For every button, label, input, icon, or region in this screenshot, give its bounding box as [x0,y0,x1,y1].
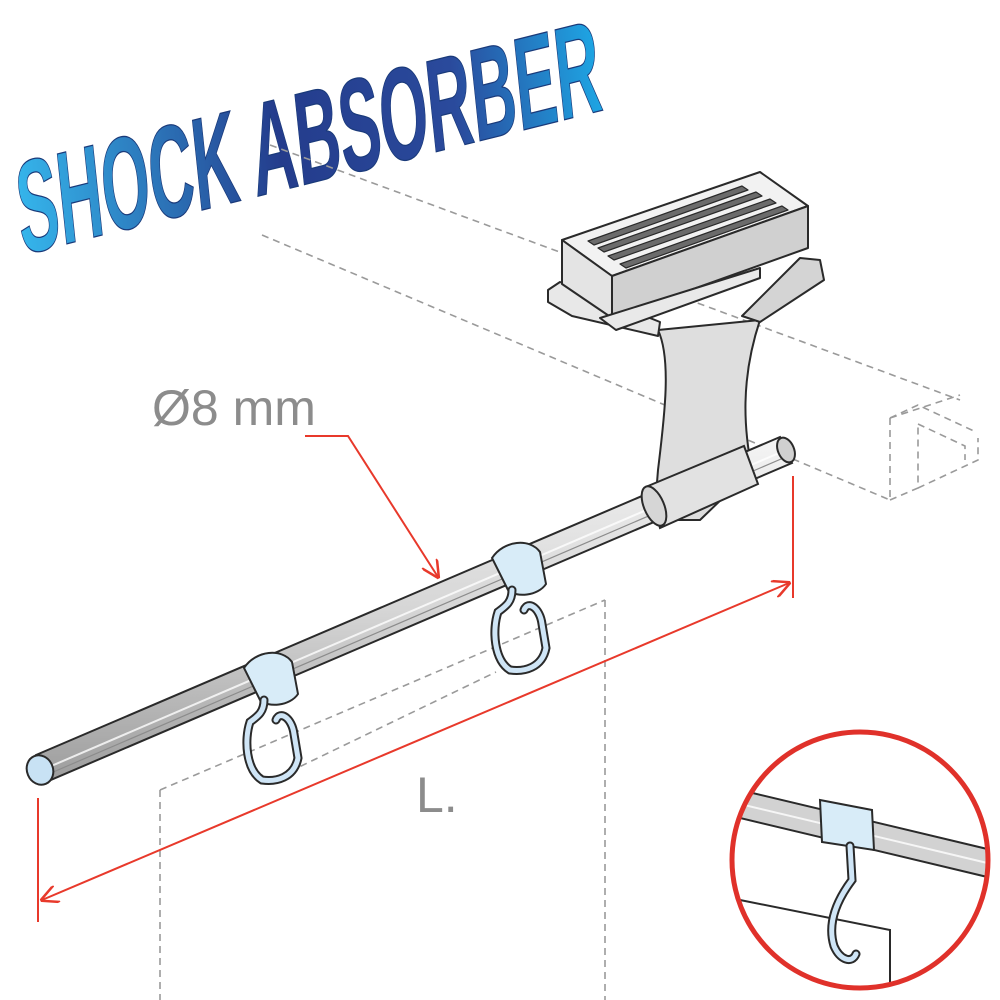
detail-circle [729,729,991,991]
length-label: L. [416,767,458,823]
length-dimension-line [42,583,789,900]
s-hook-icon [242,651,303,785]
s-hook-icon-2 [490,541,551,675]
rod-sleeve [640,444,760,530]
magnified-detail-icon [729,729,991,991]
title-group: SHOCK ABSORBER [9,0,608,284]
diameter-label: Ø8 mm [152,380,316,436]
ceiling-clamp-icon [547,171,825,521]
diameter-callout: Ø8 mm [152,380,438,577]
dashed-shelf-outline [261,144,979,501]
length-dimension [37,476,794,922]
page-title: SHOCK ABSORBER [10,0,607,284]
